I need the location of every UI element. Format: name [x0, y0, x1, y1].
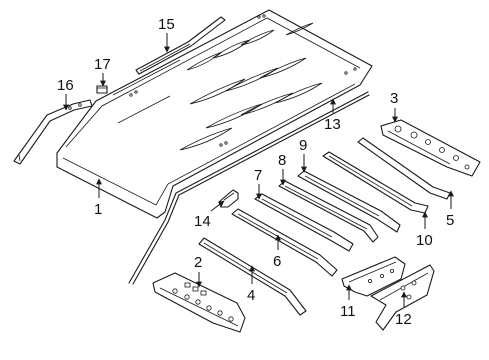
- roof-bow-7: [254, 193, 354, 252]
- callout-labels: 1 2 3 4 5 6 7 8 9 10 11 12 13 14 15 16 1…: [57, 16, 454, 328]
- clip: [96, 85, 108, 94]
- corner-reinforcement: [370, 264, 435, 331]
- callout-15: 15: [158, 16, 175, 33]
- bracket: [218, 189, 239, 208]
- callout-2: 2: [194, 254, 202, 271]
- callout-5: 5: [446, 212, 454, 229]
- leader-lines: [63, 33, 454, 308]
- roof-panel: [56, 9, 373, 219]
- callout-14: 14: [194, 213, 211, 230]
- corner-bracket: [341, 256, 406, 297]
- callout-3: 3: [390, 90, 398, 107]
- callout-8: 8: [278, 152, 286, 169]
- callout-4: 4: [247, 287, 255, 304]
- rear-header-panel: [380, 119, 481, 177]
- callout-12: 12: [395, 311, 412, 328]
- front-rail: [135, 16, 226, 75]
- callout-17: 17: [94, 56, 111, 73]
- callout-11: 11: [340, 303, 356, 320]
- side-trim-strip: [128, 91, 370, 285]
- callout-13: 13: [324, 116, 341, 133]
- roof-bow-front: [198, 237, 307, 316]
- roof-bow-10: [322, 151, 429, 214]
- callout-7: 7: [254, 167, 262, 184]
- callout-16: 16: [57, 77, 74, 94]
- front-header-panel: [152, 272, 246, 333]
- callout-9: 9: [299, 137, 307, 154]
- callout-10: 10: [416, 232, 433, 249]
- callout-1: 1: [94, 201, 102, 218]
- callout-6: 6: [273, 253, 281, 270]
